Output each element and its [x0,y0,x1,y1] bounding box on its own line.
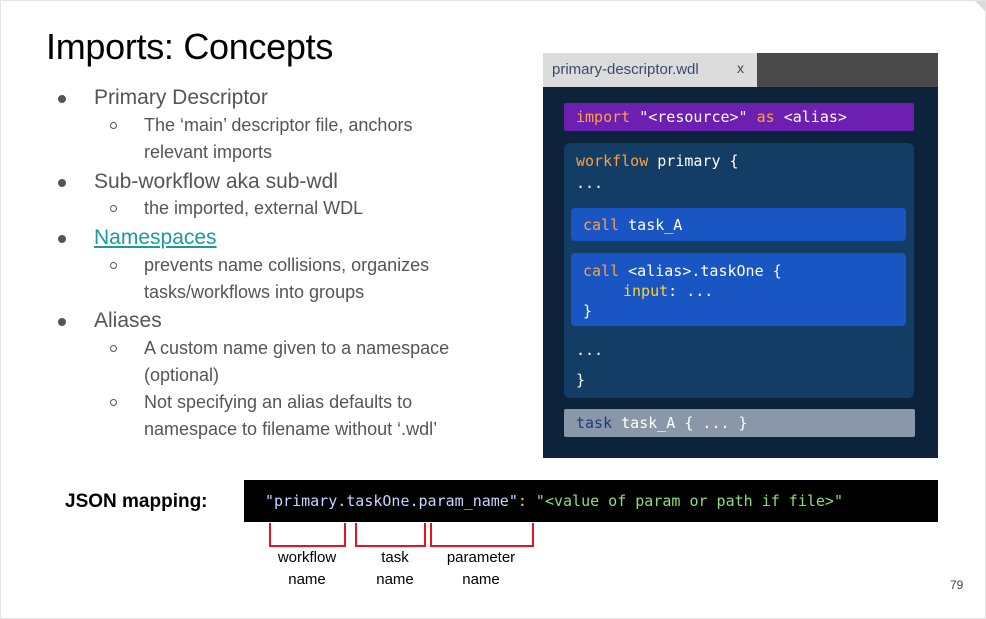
call-b-line: call <alias>.taskOne { [583,262,782,280]
input-value: : ... [668,282,714,300]
annotation-line: workflow [277,549,337,566]
import-statement-block: import "<resource>" as <alias> [564,103,914,131]
sub-bullet-ring [110,399,117,406]
sub-bullet-ring [110,122,117,129]
task-keyword: task [576,414,613,432]
sub-bullet-text: namespace to filename without ‘.wdl’ [144,419,438,439]
call-a-line: call task_A [583,216,682,234]
annotation-line: name [376,571,414,588]
json-mapping-bar: "primary.taskOne.param_name": "<value of… [244,480,938,522]
ellipsis: ... [576,174,604,192]
workflow-bracket [269,523,346,547]
sub-bullet-text: The ‘main’ descriptor file, anchors [144,115,413,135]
bullet-aliases: Aliases [94,309,162,332]
sub-bullet-text: (optional) [144,365,220,385]
sub-bullet-text: A custom name given to a namespace [144,338,450,358]
sub-bullet-text: relevant imports [144,142,273,162]
tab-primary-descriptor[interactable]: primary-descriptor.wdl x [543,53,757,87]
sub-bullet-text: prevents name collisions, organizes [144,255,430,275]
json-mapping-label: JSON mapping: [65,491,208,512]
close-icon[interactable]: x [737,60,744,76]
bullet-primary-descriptor: Primary Descriptor [94,86,268,109]
json-mapping-code: "primary.taskOne.param_name": "<value of… [265,492,843,510]
workflow-name-annotation: workflow name [262,547,352,591]
workflow-line: workflow primary { [576,152,739,170]
input-keyword: input [623,282,669,300]
bullet-dot [58,179,66,187]
task-line: task task_A { ... } [576,414,748,432]
sub-bullet-ring [110,205,117,212]
annotation-line: parameter [446,549,516,566]
bullet-dot [58,95,66,103]
import-keyword: import [576,108,631,126]
closing-brace: } [583,302,593,320]
json-value: "<value of param or path if file>" [526,492,843,510]
bullet-dot [58,235,66,243]
sub-bullet-text: the imported, external WDL [144,198,364,218]
call-b-target: <alias>.taskOne { [619,262,782,280]
json-colon: : [517,492,527,510]
bullet-sub-workflow: Sub-workflow aka sub-wdl [94,170,338,193]
annotation-line: name [288,571,326,588]
page-corner-fold [975,1,985,11]
import-resource: "<resource>" [630,108,757,126]
tab-label: primary-descriptor.wdl [552,61,699,78]
json-key: "primary.taskOne.param_name" [265,492,518,510]
call-keyword: call [583,262,620,280]
workflow-name: primary { [648,152,739,170]
workflow-keyword: workflow [576,152,649,170]
task-definition-block: task task_A { ... } [564,409,915,437]
import-line: import "<resource>" as <alias> [576,108,847,126]
sub-bullet-text: Not specifying an alias defaults to [144,392,413,412]
call-task-a-block: call task_A [571,208,906,241]
annotation-line: task [381,549,409,566]
sub-bullet-ring [110,262,117,269]
task-body: task_A { ... } [612,414,748,432]
closing-brace: } [576,371,586,389]
task-bracket [355,523,426,547]
page-number: 79 [950,578,964,592]
parameter-name-annotation: parameter name [431,547,531,591]
editor-tab-bar: primary-descriptor.wdl x [543,53,938,87]
call-keyword: call [583,216,620,234]
annotation-line: name [462,571,500,588]
bullet-dot [58,318,66,326]
slide-title: Imports: Concepts [46,26,334,67]
namespaces-link[interactable]: Namespaces [94,226,217,249]
ellipsis: ... [576,341,604,359]
import-alias: <alias> [774,108,847,126]
sub-bullet-text: tasks/workflows into groups [144,282,365,302]
sub-bullet-ring [110,345,117,352]
task-name-annotation: task name [355,547,435,591]
parameter-bracket [430,523,534,547]
call-a-target: task_A [619,216,683,234]
as-keyword: as [756,108,775,126]
call-task-one-block: call <alias>.taskOne { input: ... } [571,253,906,326]
code-editor-panel: primary-descriptor.wdl x import "<resour… [543,53,938,458]
input-line: input: ... [623,282,713,300]
